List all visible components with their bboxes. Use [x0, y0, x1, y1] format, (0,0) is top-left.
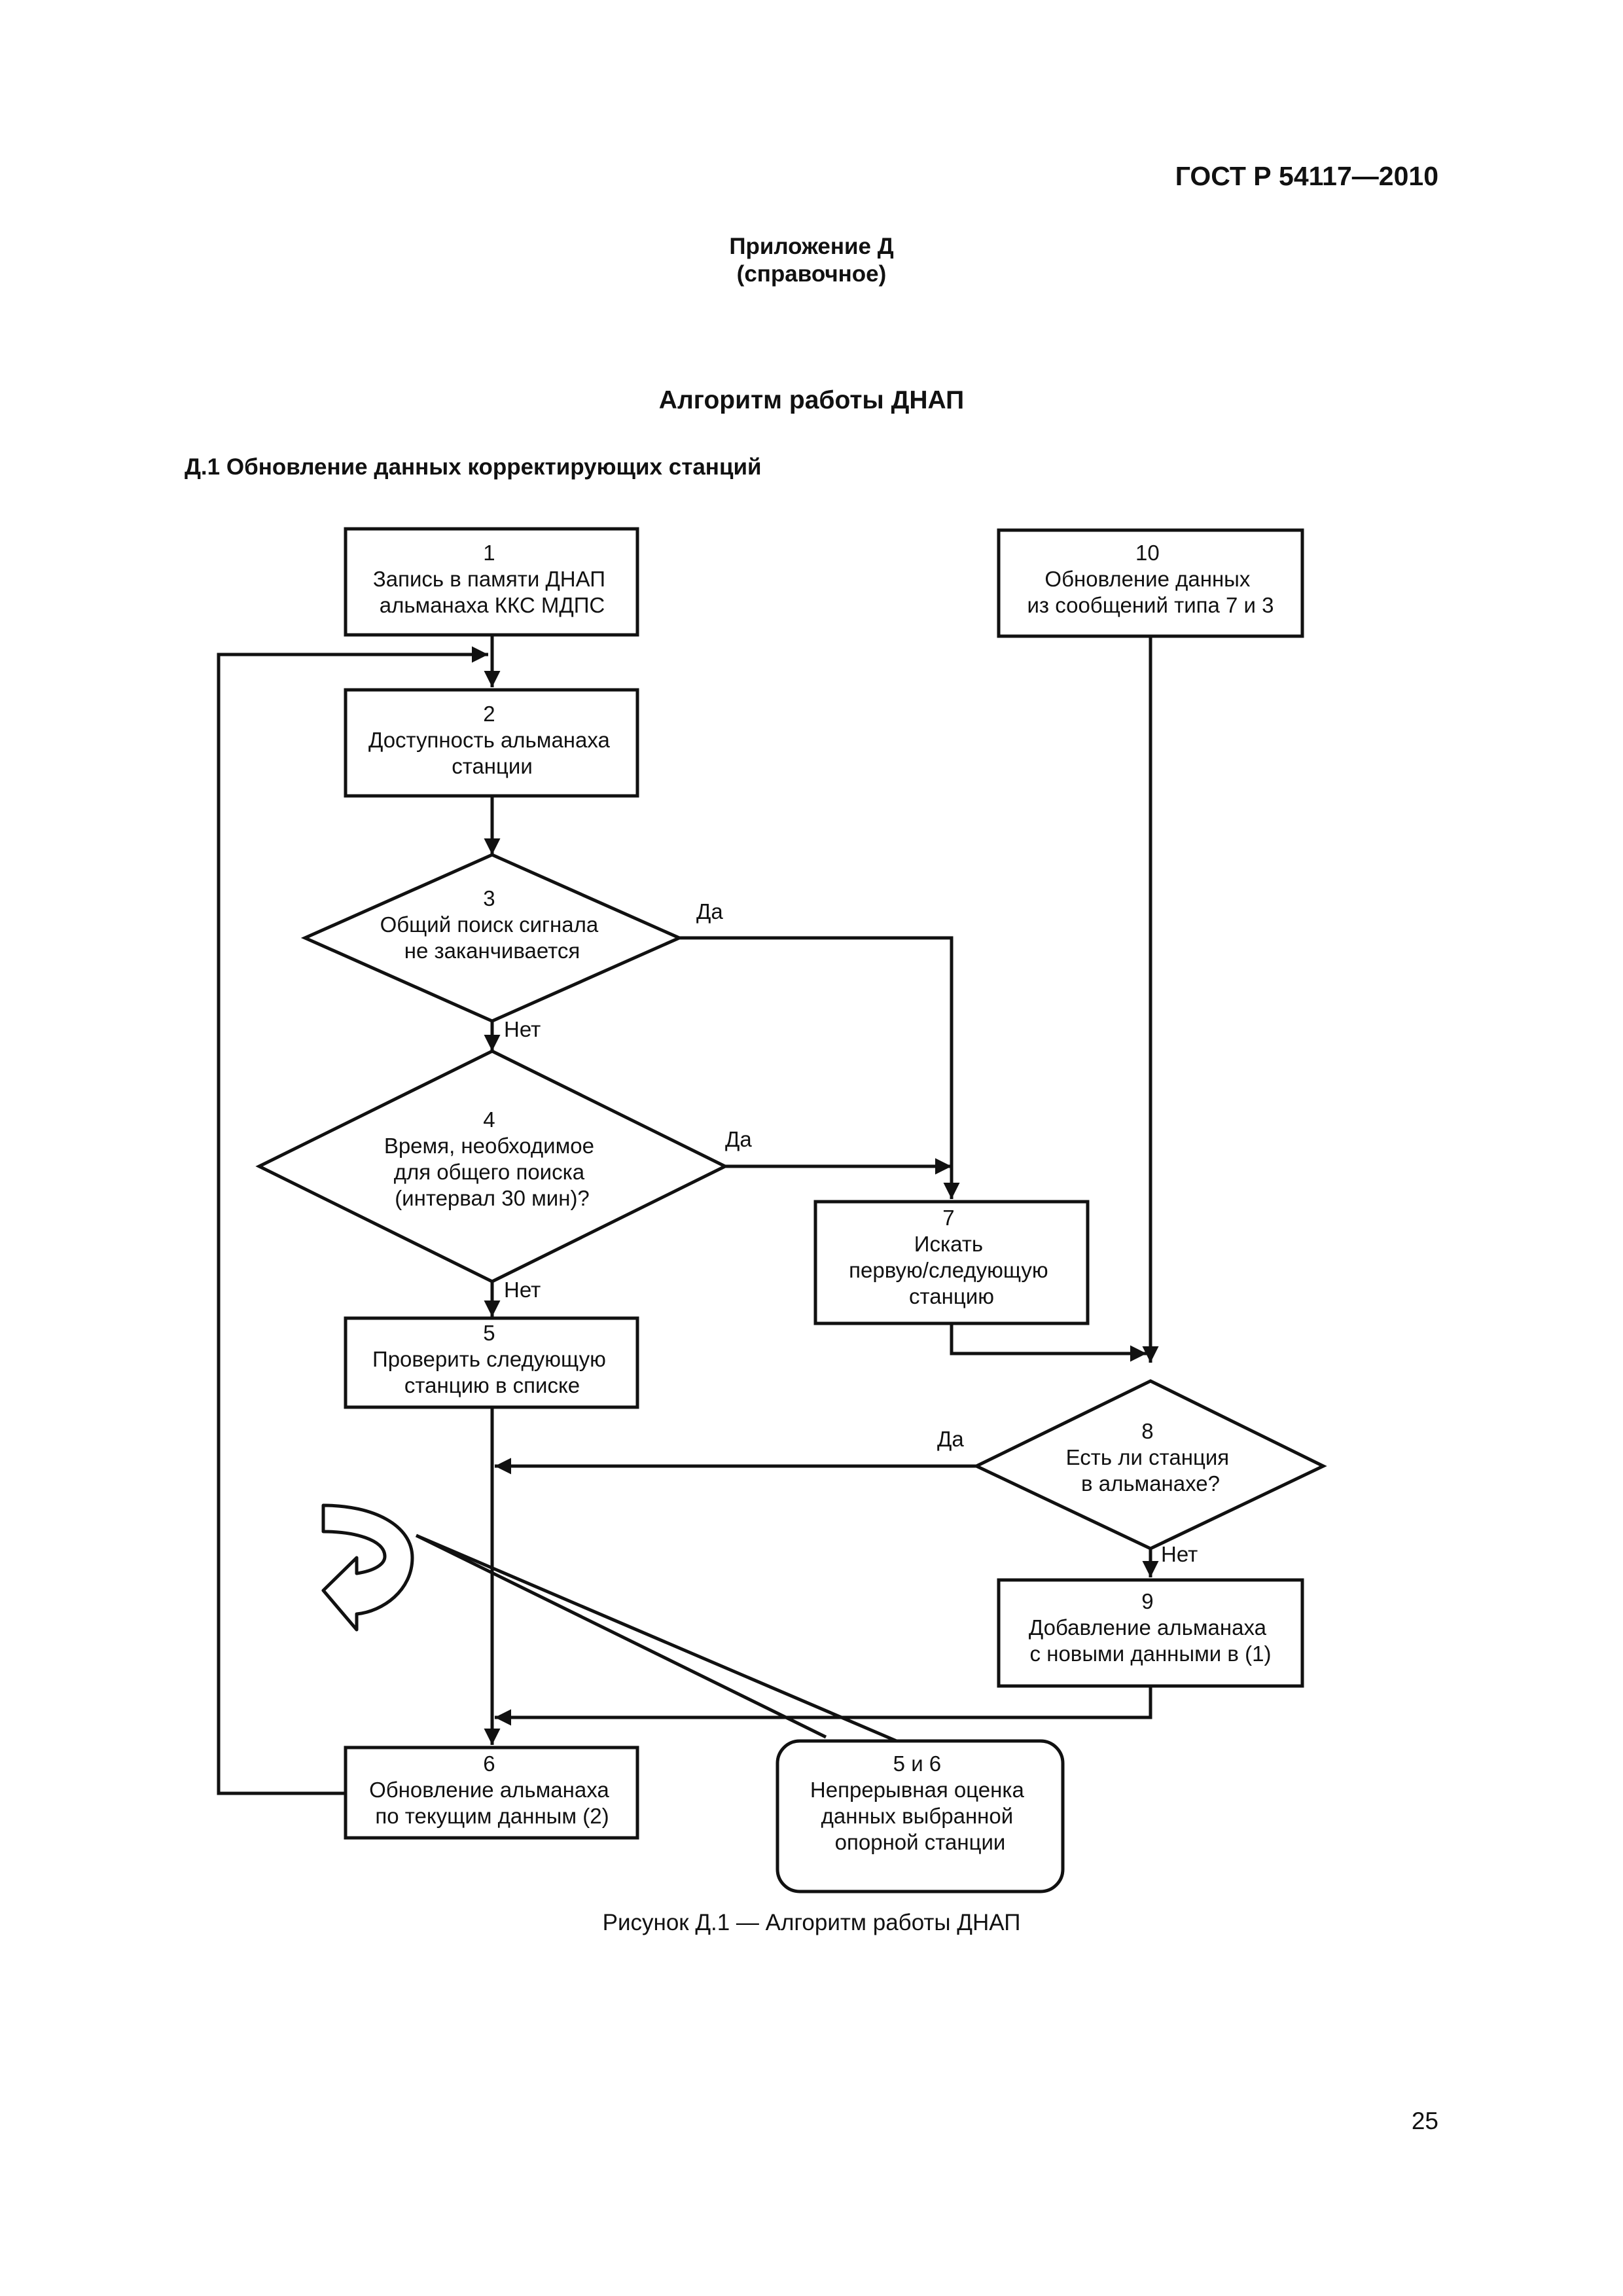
edge-labels: Да Нет Да Нет Да Нет	[504, 899, 1198, 1566]
edge-label-8-no: Нет	[1161, 1542, 1198, 1566]
curved-loop-arrow-icon	[321, 1503, 414, 1632]
edge-label-3-yes: Да	[696, 899, 723, 924]
node-8: 8 Есть ли станция в альманахе?	[972, 1379, 1327, 1551]
node-4-text: 4 Время, необходимое для общего поиска (…	[384, 1107, 600, 1210]
node-6: 6 Обновление альманаха по текущим данным…	[344, 1746, 639, 1840]
node-9: 9 Добавление альманаха с новыми данными …	[997, 1578, 1304, 1688]
node-8-diamond	[972, 1379, 1327, 1551]
node-4-diamond	[255, 1049, 729, 1283]
callout-box	[776, 1739, 1065, 1893]
node-1: 1 Запись в памяти ДНАП альманаха ККС МДП…	[344, 527, 639, 637]
node-1-box	[344, 527, 639, 637]
node-6-box	[344, 1746, 639, 1840]
edge-label-4-no: Нет	[504, 1278, 541, 1302]
node-9-text: 9 Добавление альманаха с новыми данными …	[1029, 1589, 1272, 1666]
node-3-diamond	[300, 853, 684, 1023]
node-10-text: 10 Обновление данных из сообщений типа 7…	[1027, 541, 1274, 617]
node-7-box	[813, 1200, 1090, 1325]
arrow-7-to-8	[950, 1323, 1147, 1362]
node-3-text: 3 Общий поиск сигнала не заканчивается	[380, 886, 605, 963]
callout-pointer-line-b	[416, 1534, 897, 1743]
node-7-text: 7 Искать первую/следующую станцию	[849, 1206, 1054, 1308]
node-2: 2 Доступность альманаха станции	[344, 688, 639, 798]
edge-label-3-no: Нет	[504, 1017, 541, 1041]
node-5: 5 Проверить следующую станцию в списке	[344, 1316, 639, 1409]
appendix-title: Приложение Д	[729, 234, 894, 259]
appendix-subtitle: (справочное)	[736, 261, 887, 287]
node-7: 7 Искать первую/следующую станцию	[813, 1200, 1090, 1325]
node-8-text: 8 Есть ли станция в альманахе?	[1066, 1419, 1236, 1496]
document-code: ГОСТ Р 54117—2010	[1175, 161, 1438, 191]
node-2-text: 2 Доступность альманаха станции	[368, 702, 616, 778]
node-9-box	[997, 1578, 1304, 1688]
node-3: 3 Общий поиск сигнала не заканчивается	[300, 853, 684, 1023]
node-6-text: 6 Обновление альманаха по текущим данным…	[369, 1751, 615, 1828]
callout-pointer	[415, 1534, 897, 1743]
edge-label-8-yes: Да	[937, 1427, 964, 1451]
node-10-box	[997, 528, 1304, 638]
arrow-9-to-main	[495, 1686, 1152, 1726]
arrow-6-loop-to-2	[217, 646, 488, 1795]
callout-pointer-line-a	[415, 1534, 827, 1739]
node-2-box	[344, 688, 639, 798]
connectors	[217, 635, 1159, 1795]
node-4: 4 Время, необходимое для общего поиска (…	[255, 1049, 729, 1283]
callout-text: 5 и 6 Непрерывная оценка данных выбранно…	[810, 1751, 1030, 1854]
node-5-text: 5 Проверить следующую станцию в списке	[372, 1321, 612, 1397]
figure-caption: Рисунок Д.1 — Алгоритм работы ДНАП	[602, 1910, 1021, 1935]
node-10: 10 Обновление данных из сообщений типа 7…	[997, 528, 1304, 638]
section-heading: Д.1 Обновление данных корректирующих ста…	[185, 454, 762, 480]
page-number: 25	[1411, 2108, 1438, 2134]
node-1-text: 1 Запись в памяти ДНАП альманаха ККС МДП…	[373, 541, 611, 617]
arrow-3-yes-to-7	[679, 936, 960, 1199]
page-title: Алгоритм работы ДНАП	[658, 386, 965, 414]
edge-label-4-yes: Да	[725, 1127, 752, 1151]
node-5-box	[344, 1316, 639, 1409]
callout-5-and-6: 5 и 6 Непрерывная оценка данных выбранно…	[776, 1739, 1065, 1893]
appendix-heading: Приложение Д (справочное)	[0, 233, 1623, 288]
